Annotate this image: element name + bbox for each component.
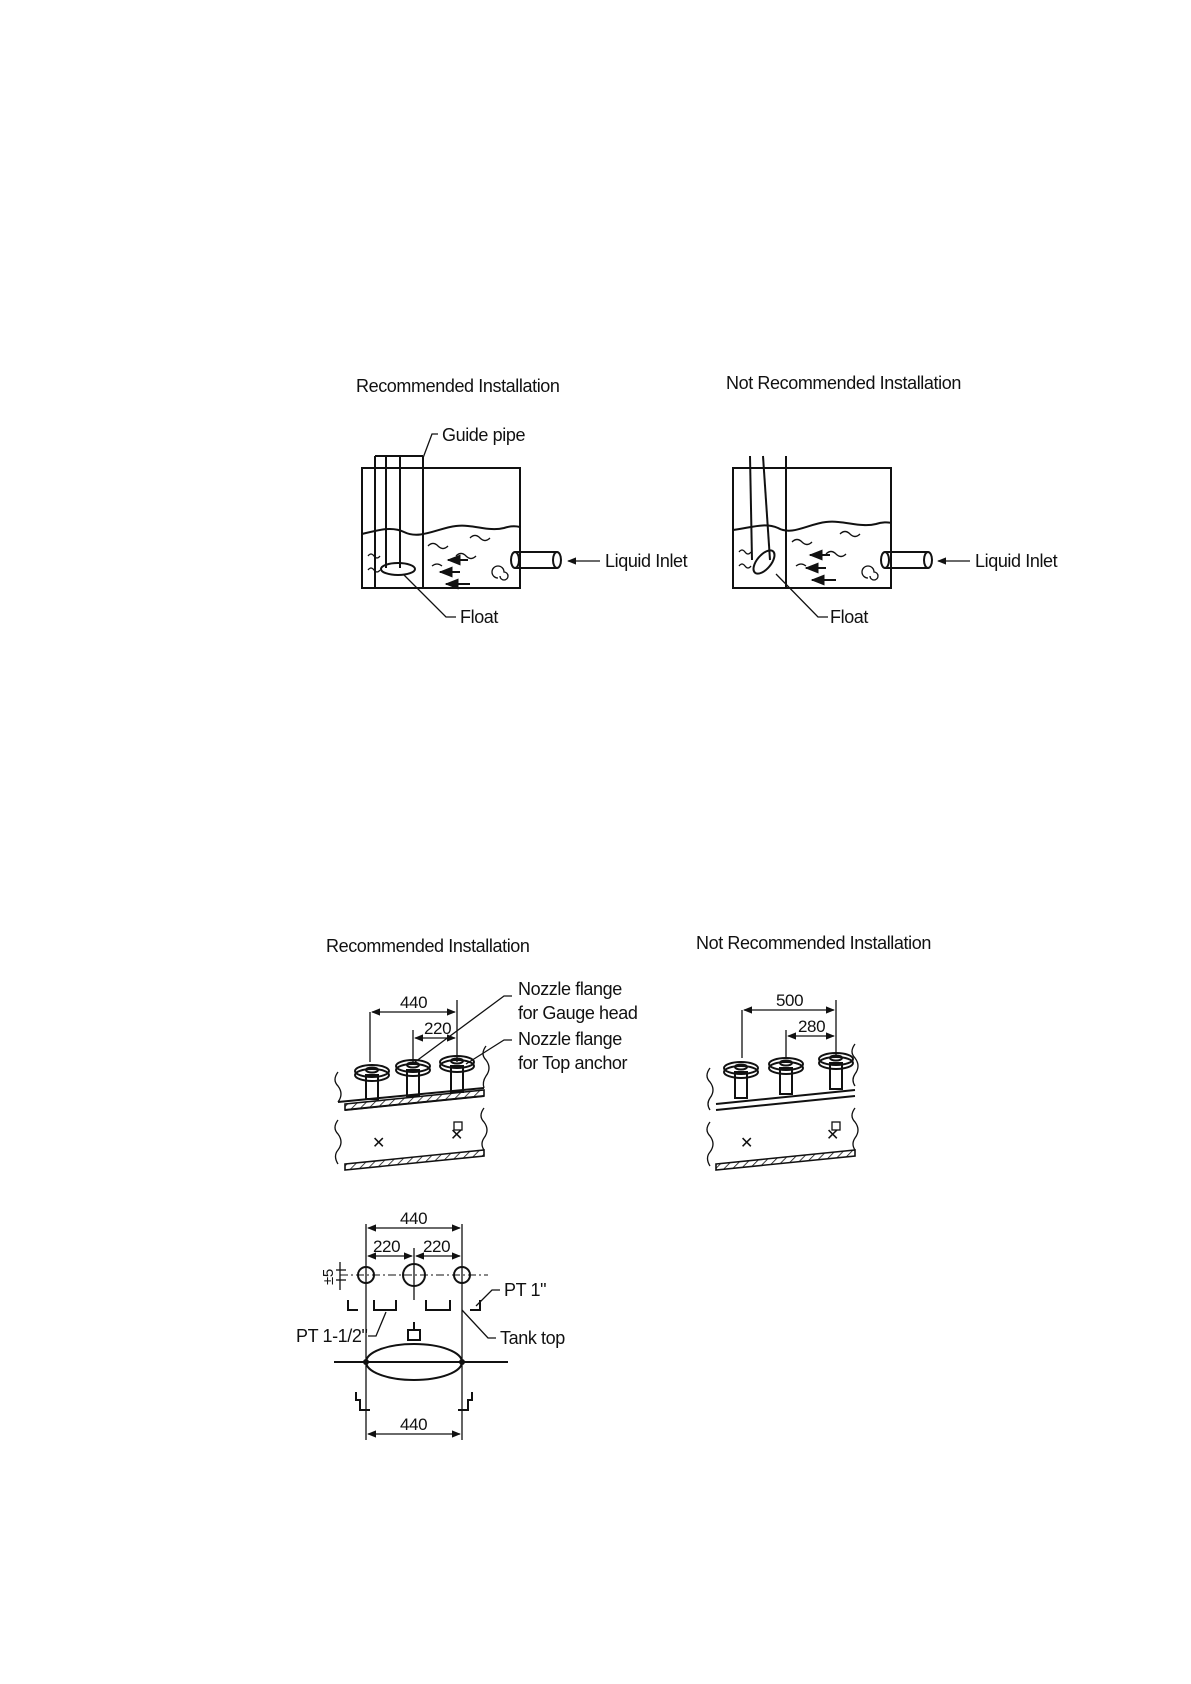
- float-label: Float: [460, 607, 498, 627]
- wire: [750, 456, 752, 560]
- tank-outline: [733, 468, 891, 588]
- dim-top-text: 440: [400, 1209, 427, 1228]
- swirl: [492, 566, 508, 580]
- inlet-pipe: [511, 552, 561, 568]
- bracket: [374, 1300, 396, 1310]
- bracket: [348, 1300, 358, 1310]
- tank-bottom-slab: [716, 1150, 855, 1170]
- float-leader: [404, 575, 456, 617]
- nozzle-center-gauge-head: [396, 1060, 430, 1096]
- nozzle-right: [819, 1053, 853, 1089]
- nozzle-left: [355, 1065, 389, 1099]
- float-label: Float: [830, 607, 868, 627]
- dim-overall-text: 440: [400, 993, 427, 1012]
- nozzle-anchor-label-line1: Nozzle flange: [518, 1029, 622, 1049]
- dim-overall-text: 500: [776, 991, 803, 1010]
- tilted-float-shape: [750, 547, 779, 577]
- ripple-marks: [739, 532, 860, 569]
- pt-small-label: PT 1": [504, 1280, 546, 1300]
- liquid-inlet-label: Liquid Inlet: [605, 551, 688, 571]
- pt-large-label: PT 1-1/2": [296, 1326, 368, 1346]
- nozzle-gauge-label-line2: for Gauge head: [518, 1003, 638, 1023]
- recommended-nozzle-diagram: 440 220: [335, 979, 638, 1170]
- not-recommended-float-diagram: Liquid Inlet Float: [733, 456, 1058, 627]
- guide-pipe-label: Guide pipe: [442, 425, 525, 445]
- tank-top-label: Tank top: [500, 1328, 565, 1348]
- dim-half-text: 220: [424, 1019, 451, 1038]
- bracket: [470, 1300, 480, 1310]
- swirl: [862, 566, 878, 580]
- inlet-pipe: [881, 552, 932, 568]
- nozzle-anchor-label-line2: for Top anchor: [518, 1053, 628, 1073]
- anchor-right: [458, 1392, 472, 1410]
- float-shape: [381, 563, 415, 575]
- liquid-inlet-label: Liquid Inlet: [975, 551, 1058, 571]
- nozzle-center: [769, 1058, 803, 1094]
- anchor-left: [356, 1392, 370, 1410]
- recommended-float-diagram: Guide pipe Liquid Inlet Float: [362, 425, 688, 627]
- position-mark: ✕: [372, 1135, 385, 1152]
- dim-half-text: 280: [798, 1017, 825, 1036]
- gauge-fitting: [408, 1330, 420, 1340]
- tank-bottom-slab: [345, 1150, 484, 1170]
- guide-pipe-leader: [423, 434, 438, 458]
- position-mark: ✕: [740, 1135, 753, 1152]
- wire: [763, 456, 770, 560]
- not-recommended-nozzle-diagram: 500 280: [707, 991, 858, 1170]
- bracket: [426, 1300, 450, 1310]
- liquid-surface: [733, 522, 891, 531]
- dimension-drawing: 440 220 220 ±5: [296, 1209, 565, 1440]
- tolerance-text: ±5: [320, 1269, 337, 1285]
- nozzle-gauge-label-line1: Nozzle flange: [518, 979, 622, 999]
- dim-right-half-text: 220: [423, 1237, 450, 1256]
- dim-bottom-text: 440: [400, 1415, 427, 1434]
- nozzle-left: [724, 1062, 758, 1098]
- dim-left-half-text: 220: [373, 1237, 400, 1256]
